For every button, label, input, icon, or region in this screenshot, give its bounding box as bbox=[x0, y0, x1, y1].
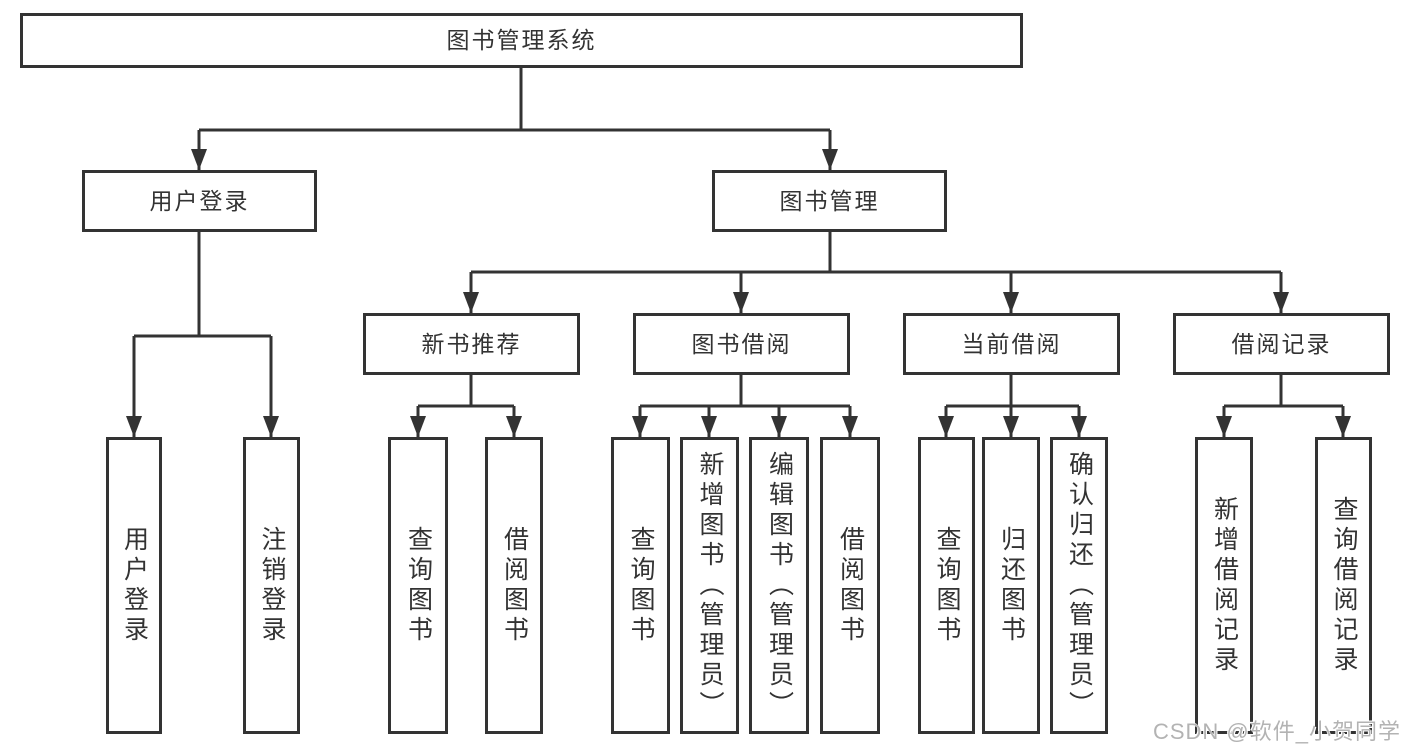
arrowhead-borrow-records bbox=[1273, 292, 1289, 313]
leaf-bb-add-label: 新增图书（管理员） bbox=[696, 450, 724, 721]
leaf-nb-borrow-label: 借阅图书 bbox=[500, 525, 529, 646]
node-book-borrow: 图书借阅 bbox=[633, 313, 850, 375]
leaf-user-login-label: 用户登录 bbox=[120, 525, 149, 646]
arrowhead-new-book-rec bbox=[463, 292, 479, 313]
leaf-bb-borrow: 借阅图书 bbox=[820, 437, 880, 734]
node-root-label: 图书管理系统 bbox=[446, 27, 597, 53]
leaf-nb-query: 查询图书 bbox=[388, 437, 448, 734]
leaf-br-query: 查询借阅记录 bbox=[1315, 437, 1372, 734]
arrowhead-leaf-br-query bbox=[1335, 416, 1351, 437]
node-current-borrow: 当前借阅 bbox=[903, 313, 1120, 375]
node-book-mgmt: 图书管理 bbox=[712, 170, 947, 232]
connector-book-borrow-to-leaves bbox=[638, 375, 852, 437]
leaf-nb-borrow: 借阅图书 bbox=[485, 437, 543, 734]
node-user-login-label: 用户登录 bbox=[149, 187, 250, 214]
leaf-br-add-label: 新增借阅记录 bbox=[1210, 495, 1239, 676]
node-borrow-records-label: 借阅记录 bbox=[1231, 330, 1332, 357]
node-borrow-records: 借阅记录 bbox=[1173, 313, 1390, 375]
leaf-logout: 注销登录 bbox=[243, 437, 300, 734]
leaf-nb-query-label: 查询图书 bbox=[404, 525, 433, 646]
connector-root-to-level1 bbox=[197, 68, 832, 170]
node-current-borrow-label: 当前借阅 bbox=[961, 330, 1062, 357]
leaf-cb-confirm: 确认归还（管理员） bbox=[1050, 437, 1108, 734]
leaf-bb-query-label: 查询图书 bbox=[627, 525, 655, 646]
leaf-bb-add: 新增图书（管理员） bbox=[680, 437, 739, 734]
leaf-cb-return: 归还图书 bbox=[982, 437, 1040, 734]
arrowhead-leaf-cb-query bbox=[938, 416, 954, 437]
connector-new-book-rec-to-leaves bbox=[416, 375, 516, 437]
leaf-logout-label: 注销登录 bbox=[258, 525, 286, 646]
arrowhead-leaf-nb-borrow bbox=[506, 416, 522, 437]
leaf-cb-query-label: 查询图书 bbox=[933, 525, 961, 646]
arrowhead-leaf-logout bbox=[263, 416, 279, 437]
node-book-borrow-label: 图书借阅 bbox=[691, 330, 792, 357]
leaf-user-login: 用户登录 bbox=[106, 437, 162, 734]
node-book-mgmt-label: 图书管理 bbox=[779, 187, 880, 214]
connector-user-login-to-leaves bbox=[132, 232, 273, 437]
arrowhead-leaf-cb-confirm bbox=[1071, 416, 1087, 437]
leaf-cb-confirm-label: 确认归还（管理员） bbox=[1065, 450, 1094, 721]
leaf-bb-query: 查询图书 bbox=[611, 437, 670, 734]
leaf-cb-return-label: 归还图书 bbox=[997, 525, 1026, 646]
arrowhead-leaf-user-login bbox=[126, 416, 142, 437]
arrowhead-leaf-cb-return bbox=[1003, 416, 1019, 437]
node-user-login: 用户登录 bbox=[82, 170, 317, 232]
node-root: 图书管理系统 bbox=[20, 13, 1023, 68]
leaf-bb-borrow-label: 借阅图书 bbox=[836, 525, 865, 646]
leaf-bb-edit-label: 编辑图书（管理员） bbox=[765, 450, 794, 721]
arrowhead-leaf-nb-query bbox=[410, 416, 426, 437]
connector-borrow-records-to-leaves bbox=[1222, 375, 1345, 437]
arrowhead-leaf-bb-edit bbox=[771, 416, 787, 437]
arrowhead-book-borrow bbox=[733, 292, 749, 313]
arrowhead-leaf-bb-add bbox=[701, 416, 717, 437]
node-new-book-rec-label: 新书推荐 bbox=[421, 330, 522, 357]
leaf-cb-query: 查询图书 bbox=[918, 437, 975, 734]
arrowhead-leaf-bb-borrow bbox=[842, 416, 858, 437]
arrowhead-leaf-br-add bbox=[1216, 416, 1232, 437]
leaf-br-add: 新增借阅记录 bbox=[1195, 437, 1253, 734]
leaf-bb-edit: 编辑图书（管理员） bbox=[749, 437, 809, 734]
arrowhead-book-mgmt bbox=[822, 149, 838, 170]
arrowhead-user-login bbox=[191, 149, 207, 170]
arrowhead-current-borrow bbox=[1003, 292, 1019, 313]
csdn-watermark: CSDN @软件_小贺同学 bbox=[1152, 719, 1401, 744]
node-new-book-rec: 新书推荐 bbox=[363, 313, 580, 375]
leaf-br-query-label: 查询借阅记录 bbox=[1330, 495, 1358, 676]
arrowhead-leaf-bb-query bbox=[632, 416, 648, 437]
connector-book-mgmt-to-level2 bbox=[469, 232, 1283, 313]
